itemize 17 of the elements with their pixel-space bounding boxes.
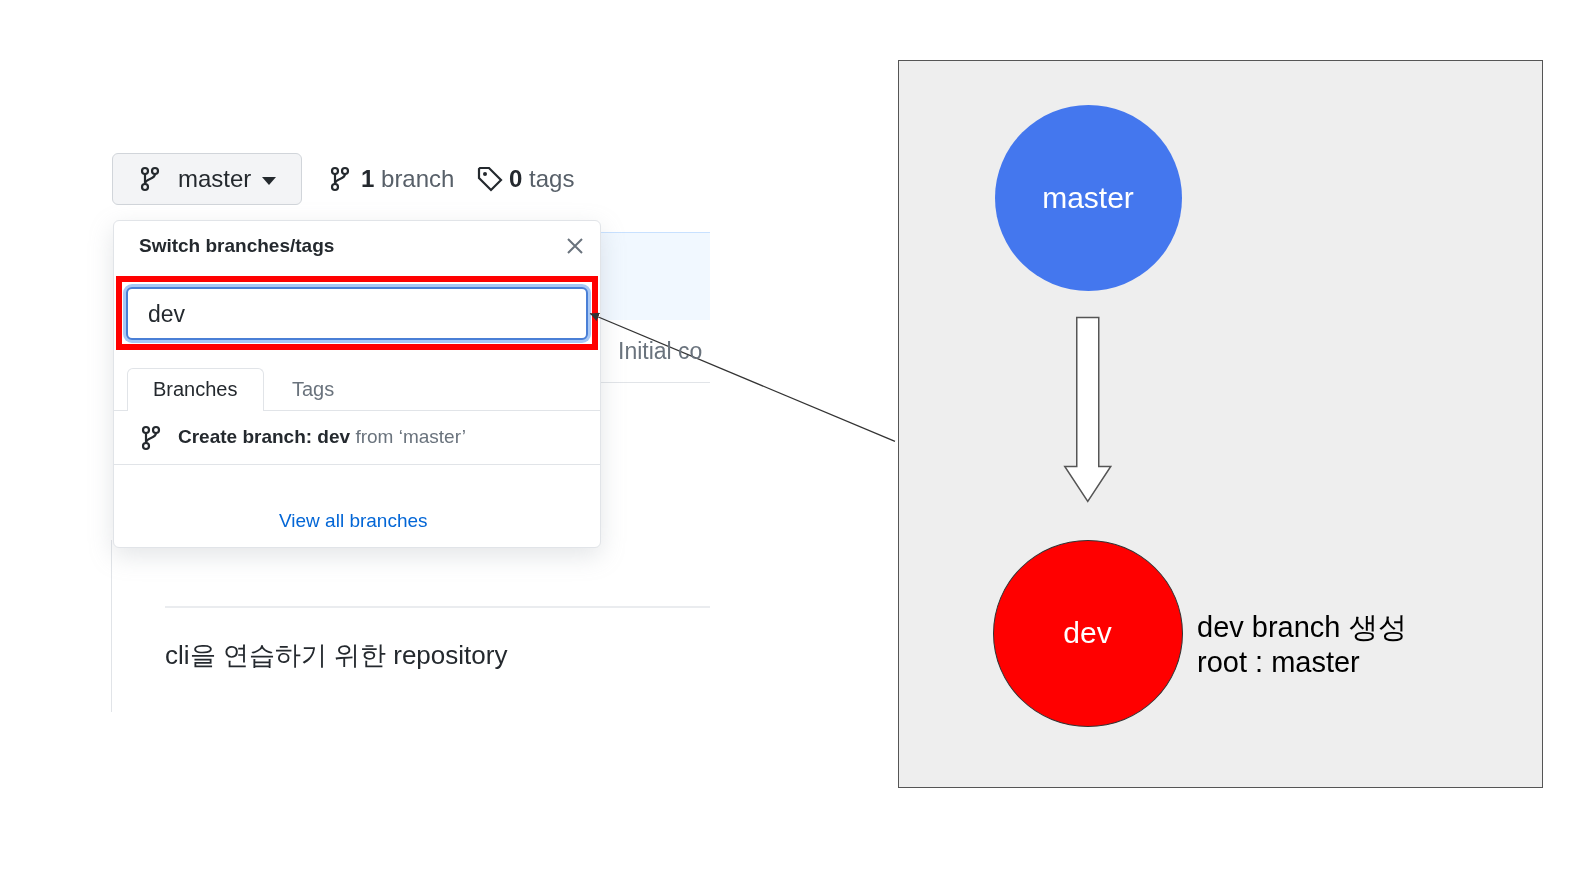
branch-count: 1 branch (361, 165, 455, 193)
branch-circle: dev (992, 539, 1183, 727)
node-caption: root : master (1197, 646, 1360, 679)
diagram-panel (898, 60, 1543, 788)
branch-circle: master (994, 104, 1182, 291)
tab-label: Tags (292, 378, 335, 401)
repo-description: cli을 연습하기 위한 repository (165, 639, 508, 672)
leader-arrow (589, 312, 896, 443)
create-branch-option: Create branch: dev from ‘master’ (178, 426, 466, 448)
view-all-link: View all branches (279, 510, 428, 532)
block-arrow (1063, 316, 1113, 503)
dropdown-title: Switch branches/tags (139, 235, 335, 257)
tab-label: Branches (153, 378, 238, 401)
node-caption: dev branch 생성 (1197, 610, 1407, 645)
search-input-field: dev (126, 287, 588, 340)
tag-count: 0 tags (509, 165, 575, 193)
branch-name: master (178, 165, 252, 193)
